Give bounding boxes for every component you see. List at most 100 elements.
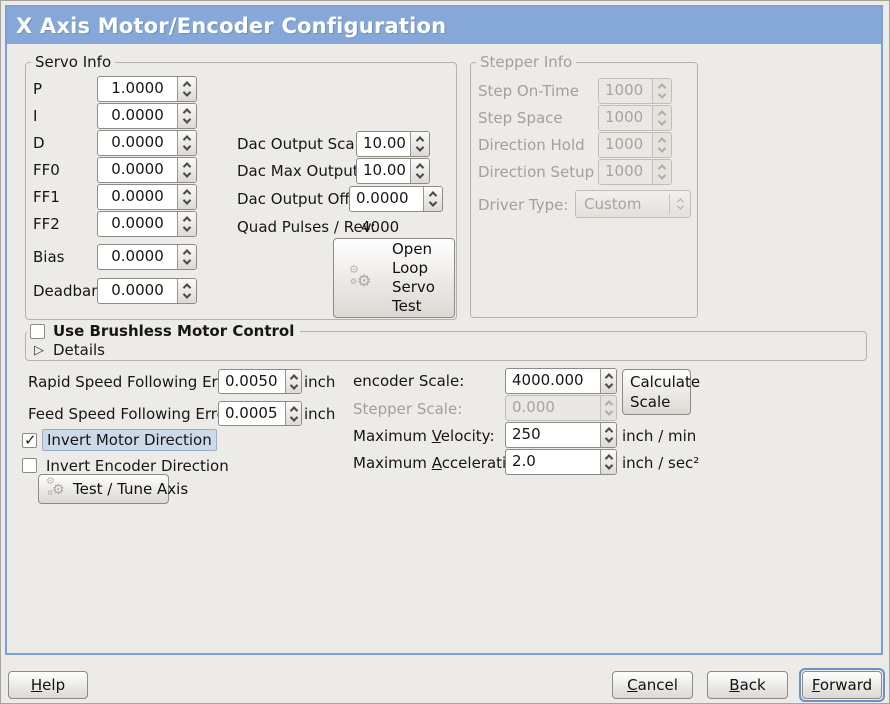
spin-down-icon[interactable] bbox=[182, 290, 192, 299]
open-loop-servo-test-button[interactable]: ⚙⚙⚙ Open Loop Servo Test bbox=[333, 238, 455, 318]
max-velocity-value[interactable]: 250 bbox=[512, 425, 541, 443]
use-brushless-label: Use Brushless Motor Control bbox=[53, 322, 295, 340]
max-acceleration-spinbox[interactable]: 2.0 bbox=[505, 449, 617, 475]
test-tune-axis-button[interactable]: ⚙⚙⚙ Test / Tune Axis bbox=[38, 474, 188, 504]
ff2-value[interactable]: 0.0000 bbox=[111, 214, 164, 232]
brushless-frame bbox=[25, 331, 867, 361]
spin-down-icon[interactable] bbox=[182, 88, 192, 97]
bias-value[interactable]: 0.0000 bbox=[111, 247, 164, 265]
dac-max-spinbox[interactable]: 10.00 bbox=[356, 158, 430, 184]
max-acceleration-value[interactable]: 2.0 bbox=[512, 452, 536, 470]
dac-max-value[interactable]: 10.00 bbox=[363, 161, 406, 179]
details-expander-label[interactable]: Details bbox=[53, 341, 106, 359]
spin-down-icon[interactable] bbox=[182, 196, 192, 205]
dac-offset-value[interactable]: 0.0000 bbox=[356, 189, 409, 207]
expander-triangle-icon[interactable]: ▷ bbox=[34, 343, 44, 358]
deadband-spin-arrows[interactable] bbox=[177, 279, 196, 303]
spin-down-icon[interactable] bbox=[182, 223, 192, 232]
rapid-following-error-value[interactable]: 0.0050 bbox=[225, 372, 278, 390]
servo-label-i: I bbox=[33, 107, 38, 125]
spin-down-icon[interactable] bbox=[428, 198, 438, 207]
spin-down-icon[interactable] bbox=[289, 380, 298, 390]
i-spin-arrows[interactable] bbox=[177, 104, 196, 128]
feed-following-error-spinbox[interactable]: 0.0005 bbox=[218, 401, 302, 426]
i-spinbox[interactable]: 0.0000 bbox=[97, 103, 197, 129]
ff2-spin-arrows[interactable] bbox=[177, 212, 196, 236]
deadband-spinbox[interactable]: 0.0000 bbox=[97, 278, 197, 304]
stepper-scale-spinbox: 0.000 bbox=[505, 395, 617, 421]
spin-down-icon[interactable] bbox=[415, 143, 425, 152]
gears-icon: ⚙⚙⚙ bbox=[349, 263, 372, 290]
dac-offset-spinbox[interactable]: 0.0000 bbox=[349, 186, 443, 212]
d-spin-arrows[interactable] bbox=[177, 131, 196, 155]
spin-down-icon[interactable] bbox=[182, 115, 192, 124]
spin-down-icon bbox=[657, 117, 667, 126]
forward-button[interactable]: Forward bbox=[802, 671, 882, 699]
i-value[interactable]: 0.0000 bbox=[111, 106, 164, 124]
d-value[interactable]: 0.0000 bbox=[111, 133, 164, 151]
dac-max-arrows[interactable] bbox=[410, 159, 429, 183]
max-velocity-spinbox[interactable]: 250 bbox=[505, 422, 617, 448]
feed-following-error-value[interactable]: 0.0005 bbox=[225, 404, 278, 422]
bias-spin-arrows[interactable] bbox=[177, 245, 196, 269]
ff1-value[interactable]: 0.0000 bbox=[111, 187, 164, 205]
ff1-spin-arrows[interactable] bbox=[177, 185, 196, 209]
encoder-scale-value[interactable]: 4000.000 bbox=[512, 371, 584, 389]
spin-down-icon[interactable] bbox=[182, 142, 192, 151]
rapid-following-error-spinbox[interactable]: 0.0050 bbox=[218, 369, 302, 394]
encoder-arrows[interactable] bbox=[600, 369, 616, 393]
spin-down-icon[interactable] bbox=[604, 380, 613, 389]
dac-scale-value[interactable]: 10.00 bbox=[363, 134, 406, 152]
servo-label-d: D bbox=[33, 134, 45, 152]
step-on-time-arrows bbox=[652, 79, 671, 103]
d-spinbox[interactable]: 0.0000 bbox=[97, 130, 197, 156]
quad-pulses-label: Quad Pulses / Rev: bbox=[237, 218, 376, 236]
invert-motor-label[interactable]: Invert Motor Direction bbox=[42, 429, 217, 451]
spin-down-icon[interactable] bbox=[604, 434, 613, 443]
deadband-value[interactable]: 0.0000 bbox=[111, 281, 164, 299]
invert-motor-checkbox[interactable] bbox=[22, 431, 37, 449]
help-button[interactable]: Help bbox=[8, 671, 88, 699]
servo-label-bias: Bias bbox=[33, 248, 65, 266]
ff1-spinbox[interactable]: 0.0000 bbox=[97, 184, 197, 210]
feed-following-error-label: Feed Speed Following Error: bbox=[28, 405, 237, 423]
dac-offset-arrows[interactable] bbox=[423, 187, 442, 211]
spin-down-icon[interactable] bbox=[289, 412, 298, 422]
ff0-spin-arrows[interactable] bbox=[177, 158, 196, 182]
velocity-arrows[interactable] bbox=[600, 423, 616, 447]
ff0-value[interactable]: 0.0000 bbox=[111, 160, 164, 178]
test-tune-axis-label: Test / Tune Axis bbox=[73, 480, 189, 498]
spin-down-icon bbox=[657, 171, 667, 180]
spin-down-icon[interactable] bbox=[415, 170, 425, 179]
feed-arrows[interactable] bbox=[285, 402, 301, 425]
step-on-time-value: 1000 bbox=[605, 81, 644, 99]
direction-hold-spinbox: 1000 bbox=[598, 132, 672, 158]
spin-down-icon[interactable] bbox=[182, 256, 192, 265]
invert-encoder-label[interactable]: Invert Encoder Direction bbox=[46, 457, 229, 475]
open-loop-line: Servo bbox=[392, 278, 435, 296]
use-brushless-checkbox[interactable] bbox=[30, 323, 45, 339]
p-spin-arrows[interactable] bbox=[177, 77, 196, 101]
rapid-arrows[interactable] bbox=[285, 370, 301, 393]
max-velocity-unit: inch / min bbox=[622, 427, 697, 445]
spin-down-icon[interactable] bbox=[604, 461, 613, 470]
encoder-scale-spinbox[interactable]: 4000.000 bbox=[505, 368, 617, 394]
p-spinbox[interactable]: 1.0000 bbox=[97, 76, 197, 102]
dac-scale-arrows[interactable] bbox=[410, 132, 429, 156]
direction-hold-arrows bbox=[652, 133, 671, 157]
servo-label-ff0: FF0 bbox=[33, 161, 60, 179]
accel-arrows[interactable] bbox=[600, 450, 616, 474]
p-value[interactable]: 1.0000 bbox=[111, 79, 164, 97]
bias-spinbox[interactable]: 0.0000 bbox=[97, 244, 197, 270]
calculate-scale-button[interactable]: Calculate Scale bbox=[622, 369, 700, 415]
cancel-button[interactable]: Cancel bbox=[612, 671, 693, 699]
stepper-info-legend: Stepper Info bbox=[476, 54, 577, 70]
back-button[interactable]: Back bbox=[707, 671, 788, 699]
dac-scale-spinbox[interactable]: 10.00 bbox=[356, 131, 430, 157]
ff2-spinbox[interactable]: 0.0000 bbox=[97, 211, 197, 237]
ff0-spinbox[interactable]: 0.0000 bbox=[97, 157, 197, 183]
spin-down-icon[interactable] bbox=[182, 169, 192, 178]
step-space-arrows bbox=[652, 106, 671, 130]
invert-encoder-checkbox[interactable] bbox=[22, 458, 37, 473]
